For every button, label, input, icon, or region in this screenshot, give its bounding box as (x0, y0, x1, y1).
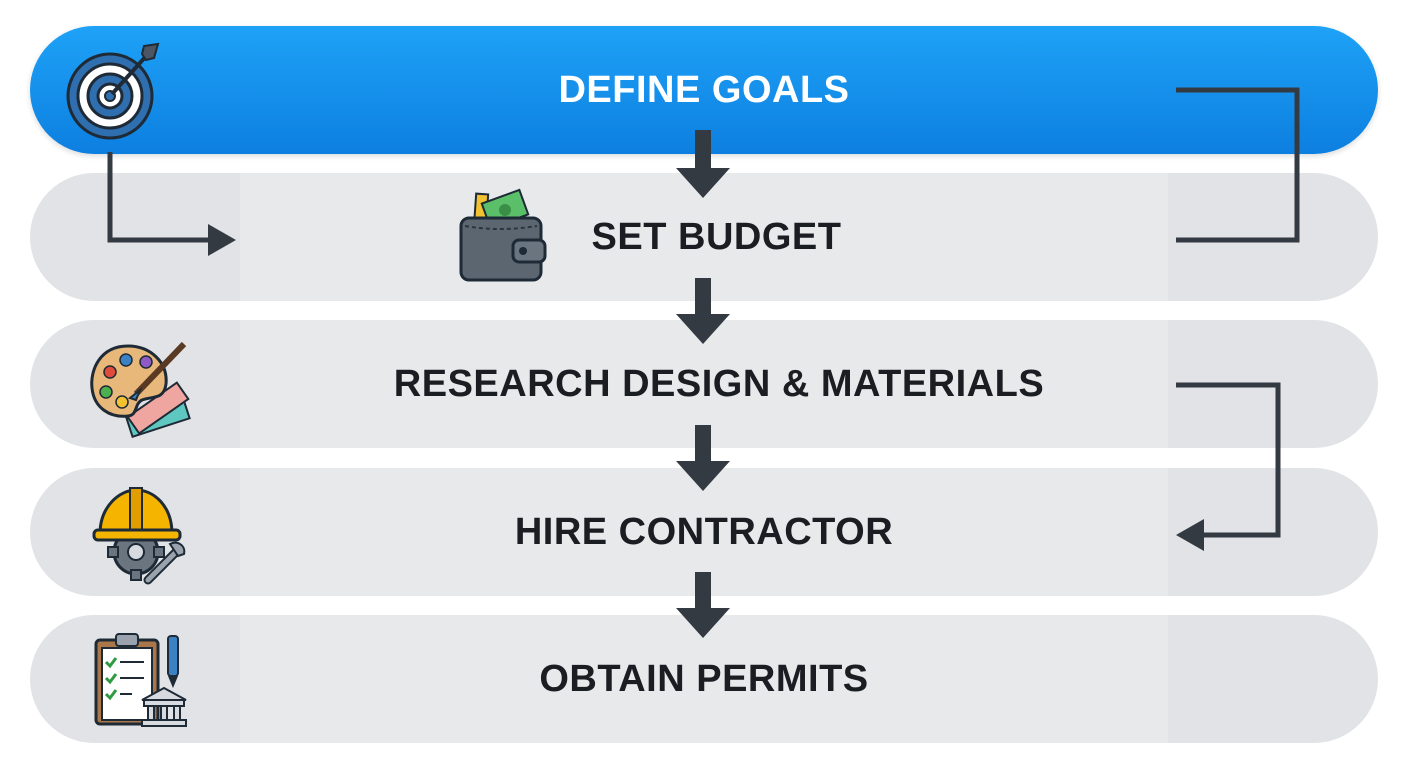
step-hire-contractor[interactable]: HIRE CONTRACTOR (30, 468, 1378, 596)
step-label: OBTAIN PERMITS (539, 657, 869, 700)
clipboard-icon (94, 633, 187, 727)
step-label: RESEARCH DESIGN & MATERIALS (393, 362, 1045, 405)
step-label: HIRE CONTRACTOR (514, 510, 894, 553)
target-icon (66, 42, 160, 140)
step-research-design[interactable]: RESEARCH DESIGN & MATERIALS (30, 320, 1378, 448)
step-define-goals[interactable]: DEFINE GOALS (30, 26, 1378, 154)
step-obtain-permits[interactable]: OBTAIN PERMITS (30, 615, 1378, 743)
palette-icon (90, 341, 191, 438)
step-set-budget[interactable]: SET BUDGET (30, 173, 1378, 301)
wallet-icon (459, 188, 547, 282)
step-label: SET BUDGET (591, 215, 842, 258)
step-label: DEFINE GOALS (558, 68, 850, 111)
hardhat-icon (92, 487, 186, 585)
